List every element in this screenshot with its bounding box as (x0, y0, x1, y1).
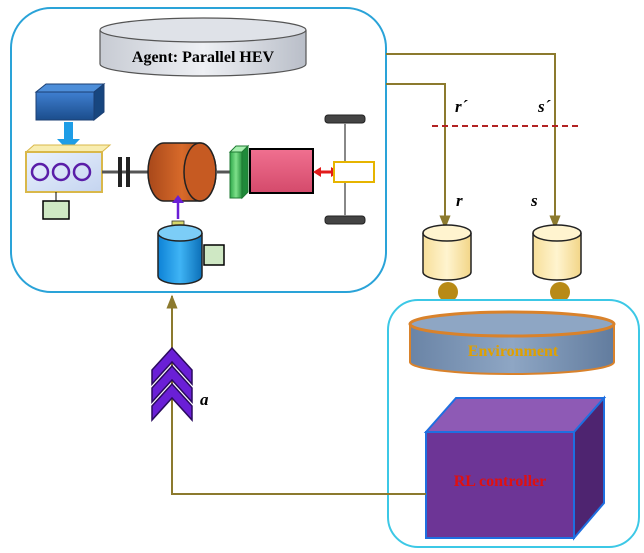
engine-icon (24, 144, 112, 193)
clutch-icon (102, 157, 152, 187)
environment-title: Environment (468, 343, 559, 360)
controller-title: RL controller (454, 473, 547, 490)
reward-next-label: r´ (455, 97, 469, 116)
transmission-icon (249, 148, 314, 194)
state-buffer-icon (532, 224, 582, 302)
state-label: s (530, 191, 538, 210)
action-chevron-icon (151, 346, 193, 422)
environment-disk (408, 310, 616, 375)
battery-motor-icon (157, 195, 225, 285)
action-label: a (200, 390, 209, 409)
reward-wire (386, 83, 451, 230)
electric-motor-icon (147, 142, 217, 202)
agent-title: Agent: Parallel HEV (132, 49, 275, 66)
ecu-block-icon (34, 82, 106, 122)
reward-buffer-icon (422, 224, 472, 302)
agent-title-disk (99, 17, 307, 77)
state-next-label: s´ (537, 97, 552, 116)
state-wire (386, 53, 561, 230)
axle-wheels-icon (324, 114, 375, 225)
rl-controller-cube (423, 395, 607, 541)
gearbox-icon (228, 144, 250, 200)
engine-sensor-icon (42, 200, 70, 220)
reward-label: r (456, 191, 463, 210)
